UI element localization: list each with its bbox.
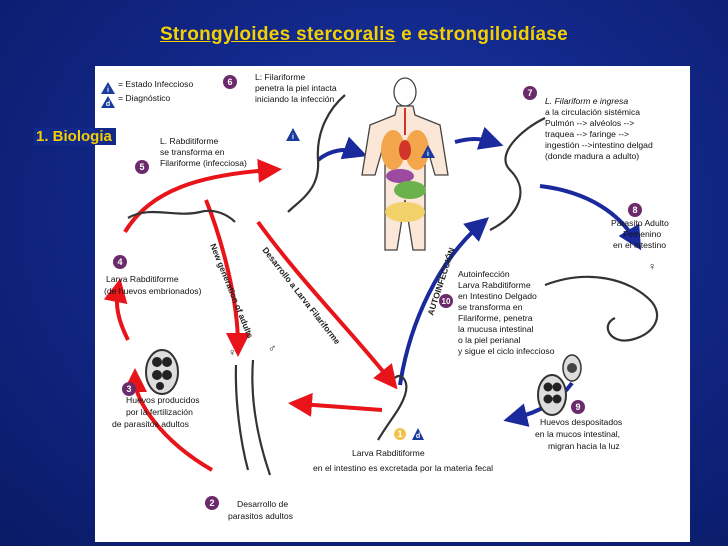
legend: i = Estado Infeccioso d = Diagnóstico xyxy=(101,79,193,108)
stage-markers: 1 d 2 3 4 5 6 7 8 9 10 i i xyxy=(113,75,642,510)
eggs-stage-9 xyxy=(537,354,582,416)
adult-female-2 xyxy=(234,364,250,471)
stage-marker-10: 10 xyxy=(439,294,453,308)
arrow-2-to-3 xyxy=(123,368,214,472)
infective-stage-icon: i xyxy=(101,82,115,94)
filariform-larva-7 xyxy=(489,117,546,231)
svg-text:i: i xyxy=(292,134,294,141)
male-symbol: ♂ xyxy=(268,343,276,355)
female-symbol-8: ♀ xyxy=(648,261,656,273)
stage-marker-1: 1 d xyxy=(394,428,424,440)
stage-marker-3: 3 xyxy=(122,382,136,396)
red-arrows xyxy=(103,158,398,472)
arrow-development xyxy=(256,220,398,390)
legend-diagnostic-label: = Diagnóstico xyxy=(118,93,171,103)
svg-text:7: 7 xyxy=(527,88,532,98)
legend-infective-label: = Estado Infeccioso xyxy=(118,79,193,89)
stage-marker-4: 4 xyxy=(113,255,127,269)
svg-text:d: d xyxy=(106,101,110,108)
stage-marker-5: 5 xyxy=(135,160,149,174)
svg-text:2: 2 xyxy=(209,498,214,508)
eggs-stage-3 xyxy=(145,349,179,395)
section-subtitle: 1. Biologia xyxy=(34,128,116,145)
adult-male-2 xyxy=(251,359,272,476)
arrow-3-to-4 xyxy=(103,278,130,341)
svg-text:i: i xyxy=(427,151,429,158)
stage-marker-7: 7 xyxy=(523,86,537,100)
svg-text:i: i xyxy=(107,87,109,94)
human-host xyxy=(361,77,449,251)
svg-text:1: 1 xyxy=(397,429,402,439)
title-rest: e estrongiloidíase xyxy=(395,24,569,45)
slide-title: Strongyloides stercoralis e estrongiloid… xyxy=(0,24,728,46)
svg-text:10: 10 xyxy=(442,297,451,306)
arrow-autoinfection xyxy=(398,217,490,386)
development-label: Desarrollo a Larva Filariforme xyxy=(260,245,342,346)
stage-marker-9: 9 xyxy=(571,400,585,414)
stage-marker-6: 6 xyxy=(223,75,237,89)
infective-marker-10: i xyxy=(421,145,435,158)
filariform-larva-6 xyxy=(287,94,346,213)
svg-text:6: 6 xyxy=(227,77,232,87)
diagnostic-stage-icon: d xyxy=(101,96,115,108)
title-species: Strongyloides stercoralis xyxy=(159,24,396,45)
adult-female-8 xyxy=(544,275,659,342)
arrow-1-to-2 xyxy=(288,392,383,417)
larva-drawings xyxy=(127,94,659,476)
rhabditiform-larva-4 xyxy=(127,209,236,223)
svg-text:3: 3 xyxy=(126,384,131,394)
arrow-4-to-5 xyxy=(123,158,282,234)
new-generation-label: New generation of adults xyxy=(208,242,255,340)
arrow-new-generation xyxy=(204,199,250,357)
rhabditiform-larva-1 xyxy=(377,374,408,441)
arrow-host-to-7 xyxy=(454,126,504,150)
female-symbol: ♀ xyxy=(228,347,236,359)
stage-4-label: Larva Rabditiforme(de huevos embrionados… xyxy=(104,274,202,296)
svg-text:d: d xyxy=(416,433,420,440)
arrow-6-to-host xyxy=(316,136,368,162)
stage-marker-8: 8 xyxy=(628,203,642,217)
autoinfection-label: AUTOINFECCIÓN xyxy=(424,246,456,317)
svg-text:9: 9 xyxy=(575,402,580,412)
infective-marker-5: i xyxy=(286,128,300,141)
stage-marker-2: 2 xyxy=(205,496,219,510)
svg-text:8: 8 xyxy=(632,205,637,215)
svg-text:5: 5 xyxy=(139,162,144,172)
arrow-7-to-8 xyxy=(539,184,642,251)
svg-text:4: 4 xyxy=(117,257,122,267)
blue-arrows xyxy=(316,126,642,427)
